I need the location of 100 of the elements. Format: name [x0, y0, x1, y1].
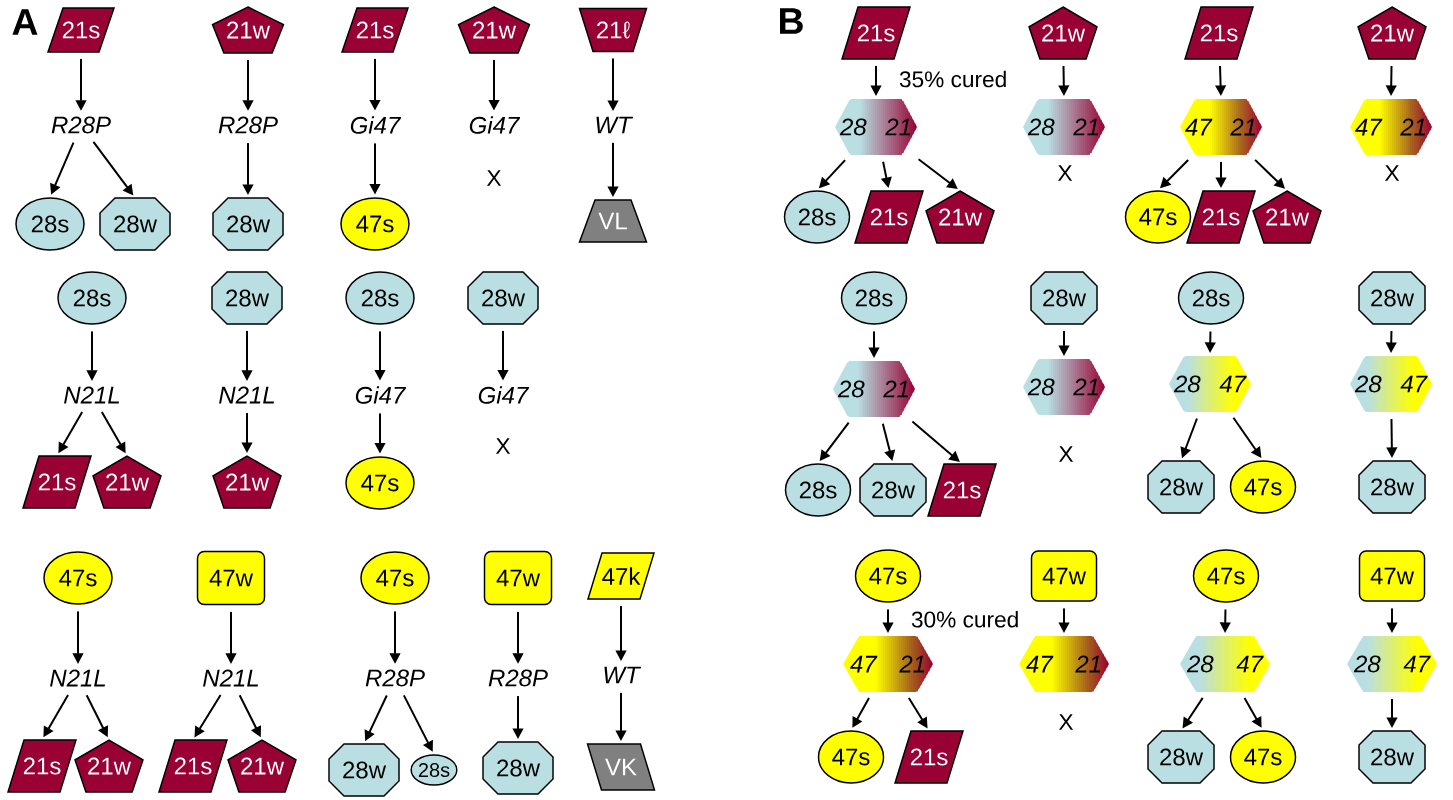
- octagon-node: 28w: [1147, 730, 1215, 784]
- pentagon-node: 21w: [212, 455, 282, 509]
- octagon-node: 28w: [1358, 730, 1426, 784]
- ellipse-node: 47s: [854, 549, 922, 603]
- node-label: 28: [1027, 378, 1055, 396]
- parallelogram-node: 47k: [587, 552, 655, 600]
- node-label: 28: [1353, 655, 1381, 673]
- genotype-text: R28P: [488, 669, 548, 687]
- parallelogram-node: 21s: [341, 7, 410, 53]
- genotype-text: Gi47: [478, 386, 530, 404]
- pentagon-node: 21w: [227, 739, 297, 793]
- node-label: 28: [839, 118, 867, 136]
- rounded-box: 47w: [1358, 550, 1426, 602]
- rounded-box: 47w: [1030, 550, 1098, 602]
- ellipse-node: 28s: [15, 197, 85, 251]
- parallelogram-node: 21s: [841, 6, 911, 60]
- genotype-text: R28P: [365, 669, 425, 687]
- parallelogram-node: 21s: [7, 739, 77, 793]
- cross-mark: X: [495, 438, 511, 454]
- octagon-node: 28w: [1358, 460, 1426, 514]
- octagon-node: 28w: [467, 271, 539, 325]
- genotype-text: N21L: [203, 669, 258, 687]
- ellipse-node: 28s: [410, 754, 458, 786]
- hexagon-node: 28 47: [1347, 636, 1437, 692]
- hexagon-node: 28 21: [833, 361, 915, 417]
- pentagon-node: 21w: [74, 739, 144, 793]
- ellipse-node: 47s: [345, 456, 415, 510]
- arrow: [911, 420, 960, 462]
- ellipse-node: 28s: [57, 271, 127, 325]
- hexagon-node: 47 21: [843, 636, 933, 692]
- parallelogram-node: 21s: [158, 739, 228, 793]
- parallelogram-node: 21s: [854, 190, 924, 244]
- cross-mark: X: [1057, 165, 1073, 181]
- pentagon-node: 21w: [1357, 6, 1427, 60]
- octagon-node: 28w: [482, 741, 554, 795]
- ellipse-node: 47s: [43, 551, 113, 605]
- node-label: 47: [1026, 655, 1054, 673]
- ellipse-node: 47s: [1124, 190, 1192, 244]
- pentagon-node: 21w: [1028, 6, 1098, 60]
- genotype-text: N21L: [219, 386, 274, 404]
- node-label: 47: [850, 655, 878, 673]
- hexagon-node: 47 21: [1350, 99, 1432, 155]
- node-label: 47: [1185, 118, 1213, 136]
- octagon-node: 28w: [212, 197, 284, 251]
- ellipse-node: 28s: [783, 190, 851, 244]
- genotype-text: R28P: [218, 116, 278, 134]
- pentagon-node: 21w: [1252, 190, 1322, 244]
- node-label: 21: [899, 655, 924, 673]
- ellipse-node: 47s: [1229, 730, 1297, 784]
- node-label: 47: [1219, 375, 1247, 393]
- genotype-text: Gi47: [469, 116, 521, 134]
- edge-label: 30% cured: [911, 610, 1018, 628]
- node-label: 21: [883, 380, 908, 398]
- ellipse-node: 47s: [340, 197, 410, 251]
- parallelogram-node: 21s: [894, 730, 964, 784]
- parallelogram-node: VK: [586, 743, 656, 791]
- cross-mark: X: [1058, 714, 1074, 730]
- node-label: 28: [1354, 375, 1382, 393]
- cross-mark: X: [1058, 446, 1074, 462]
- ellipse-node: 28s: [784, 463, 852, 517]
- ellipse-node: 28s: [840, 271, 908, 325]
- cross-mark: X: [486, 170, 502, 186]
- parallelogram-node: 21s: [1186, 190, 1256, 244]
- hexagon-node: 28 47: [1169, 356, 1251, 412]
- node-label: 47: [1403, 655, 1431, 673]
- rounded-box: 47w: [483, 550, 553, 606]
- node-label: 21: [1230, 118, 1255, 136]
- node-label: 21: [885, 118, 910, 136]
- node-label: 28: [1186, 655, 1214, 673]
- ellipse-node: 47s: [360, 551, 430, 605]
- octagon-node: 28w: [99, 197, 171, 251]
- node-label: 21: [1073, 378, 1098, 396]
- trapezoid-node: 21ℓ: [578, 7, 648, 53]
- pentagon-node: 21w: [457, 6, 531, 54]
- node-label: 21: [1400, 118, 1425, 136]
- ellipse-node: 47s: [1229, 460, 1297, 514]
- octagon-node: 28w: [211, 271, 283, 325]
- node-label: 28: [1027, 118, 1055, 136]
- hexagon-node: 47 21: [1019, 636, 1109, 692]
- octagon-node: 28w: [1147, 460, 1215, 514]
- genotype-text: R28P: [51, 116, 111, 134]
- ellipse-node: 47s: [817, 730, 885, 784]
- pentagon-node: 21w: [925, 190, 995, 244]
- hexagon-node: 28 21: [1023, 359, 1105, 415]
- octagon-node: 28w: [328, 743, 400, 797]
- node-label: 21: [1073, 118, 1098, 136]
- ellipse-node: 47s: [1192, 549, 1260, 603]
- cross-mark: X: [1384, 165, 1400, 181]
- pentagon-node: 21w: [92, 455, 162, 509]
- ellipse-node: 28s: [345, 271, 415, 325]
- panel-letter: B: [780, 8, 803, 34]
- parallelogram-node: 21s: [22, 455, 92, 509]
- ellipse-node: 28s: [1177, 271, 1245, 325]
- node-label: 47: [1236, 655, 1264, 673]
- octagon-node: 28w: [1358, 271, 1426, 325]
- node-label: 28: [837, 380, 865, 398]
- node-label: 47: [1400, 375, 1428, 393]
- parallelogram-node: 21s: [1184, 6, 1254, 60]
- genotype-text: Gi47: [350, 116, 402, 134]
- hexagon-node: 28 47: [1350, 356, 1432, 412]
